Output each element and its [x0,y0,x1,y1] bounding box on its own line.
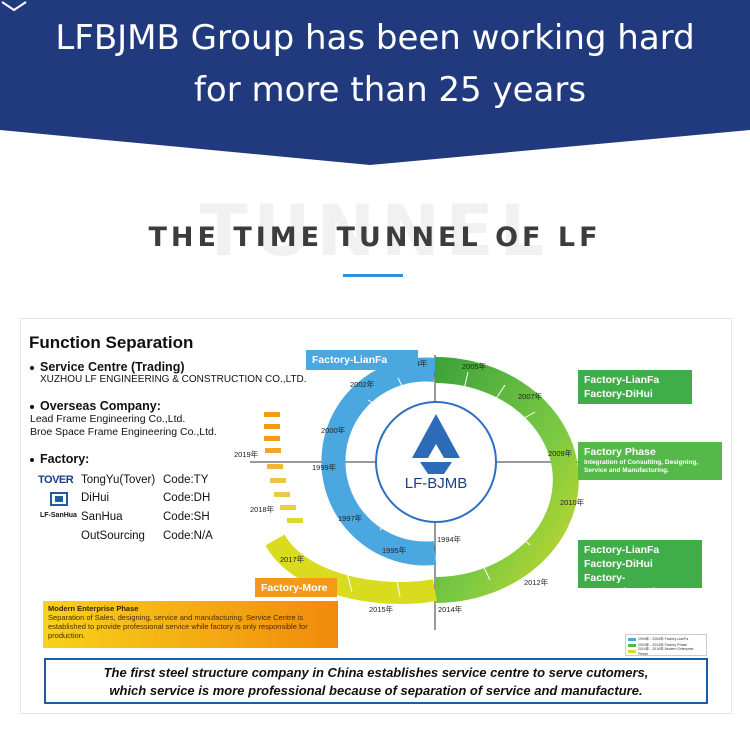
factory-row-name: SanHua [81,511,123,523]
overseas-heading: Overseas Company [40,399,157,413]
sanhua-logo: LF-SanHua [40,512,77,519]
factory-box-line: Factory-TongYu(Tover) [584,572,657,598]
legend-label: 2014年 - 2019年 Modern Enterprise Phase [637,646,694,656]
legend-item: 2004年 - 2014年 Factory Phase [628,642,704,648]
section-title: THE TIME TUNNEL OF LF [148,222,602,253]
orange-tail [264,412,303,523]
legend: 1994年 - 2004年 Factory-LianFa 2004年 - 201… [625,634,707,656]
tover-logo-text: TOVER [38,474,74,486]
modern-phase-title: Modern Enterprise Phase [48,604,139,613]
outer-ring-green [434,357,579,603]
lf-bjmb-logo-icon [412,414,460,474]
modern-enterprise-phase-box: Modern Enterprise Phase Separation of Sa… [43,601,338,648]
year-label: 1999年 [312,462,337,472]
banner-title-line1: LFBJMB Group has been working hard [55,18,695,58]
year-label: 2000年 [321,425,346,435]
factory-box-2012: Factory-LianFa Factory-DiHui Factory-Ton… [578,540,702,598]
year-label: 1994年 [437,534,462,544]
modern-phase-desc: Separation of Sales, designing, service … [48,613,308,640]
footer-line2: which service is more professional becau… [109,683,643,698]
factory-box-2007: Factory-LianFa Factory-DiHui [578,370,692,404]
factory-lianfa-top-box: Factory-LianFa [306,350,418,370]
factory-row-name: TongYu(Tover) [81,474,156,486]
year-label: 2018年 [250,504,275,514]
year-label: 2005年 [462,361,487,371]
year-label: 2012年 [524,577,549,587]
factory-phase-box: Factory Phase Integration of Consulting,… [578,442,722,480]
banner-background [0,0,750,165]
legend-label: 2004年 - 2014年 Factory Phase [638,642,688,647]
overseas-company-2: Broe Space Frame Engineering Co.,Ltd. [30,426,217,438]
factory-more-box: Factory-More [255,578,337,597]
factory-box-line: Factory-DiHui [584,388,653,400]
service-centre-company: XUZHOU LF ENGINEERING & CONSTRUCTION CO.… [40,374,307,385]
service-centre-block: Service Centre (Trading) XUZHOU LF ENGIN… [30,360,307,386]
legend-swatch [628,643,636,647]
legend-item: 1994年 - 2004年 Factory-LianFa [628,636,704,642]
ghost-watermark-text: TUNNEL [199,190,551,272]
dihui-logo-icon [50,492,68,506]
banner-title-line2: for more than 25 years [193,70,587,110]
lower-arc-yellow [265,533,437,604]
function-separation-title: Function Separation [29,333,194,352]
footer-line1: The first steel structure company in Chi… [103,665,649,680]
factory-heading: Factory: [40,452,90,466]
legend-swatch [628,649,636,653]
header-banner: LFBJMB Group has been working hard for m… [0,0,750,165]
year-label: 2007年 [518,391,543,401]
factory-row-name: OutSourcing [81,530,145,542]
factory-row-code: Code:SH [163,511,210,523]
chevron-down-icon [1,1,27,12]
factory-row-code: Code:TY [163,474,209,486]
title-underline [343,274,403,277]
factory-row-code: Code:DH [163,492,211,504]
factory-row-name: DiHui [81,492,110,504]
service-centre-heading: Service Centre (Trading) [40,360,185,374]
tover-logo: TOVER [38,474,74,486]
overseas-company-1: Lead Frame Engineering Co.,Ltd. [30,413,186,425]
factory-box-line: Factory-LianFa [584,374,660,386]
ring-ticks [344,371,549,598]
center-label: LF-BJMB [405,475,468,492]
legend-label: 1994年 - 2004年 Factory-LianFa [638,636,689,641]
footer-statement: The first steel structure company in Chi… [44,658,708,704]
factory-row-code: Code:N/A [163,530,213,542]
factory-block: Factory: [30,452,89,466]
legend-item: 2014年 - 2019年 Modern Enterprise Phase [628,646,704,656]
legend-swatch [628,637,636,641]
factory-box-line: Factory-DiHui [584,558,653,570]
bullet [30,457,34,462]
year-label: 2010年 [560,497,585,507]
bullet [30,404,34,409]
year-label: 2009年 [548,448,573,458]
factory-box-line: Factory-LianFa [584,544,660,556]
inner-ring-blue [321,357,437,566]
year-label: 2002年 [350,379,375,389]
overseas-company-block: Overseas Company: Lead Frame Engineering… [30,399,217,438]
year-label: 1997年 [338,513,363,523]
year-label: 1995年 [382,545,407,555]
banner-title: LFBJMB Group has been working hard for m… [0,12,750,116]
factory-phase-title: Factory Phase [584,446,656,458]
year-label: 2019年 [234,449,259,459]
year-label: 2017年 [280,554,305,564]
bullet [30,365,34,370]
year-label: 2014年 [438,604,463,614]
factory-phase-desc: Integration of Consulting, Designing, Se… [584,459,699,474]
year-label: 2015年 [369,604,394,614]
